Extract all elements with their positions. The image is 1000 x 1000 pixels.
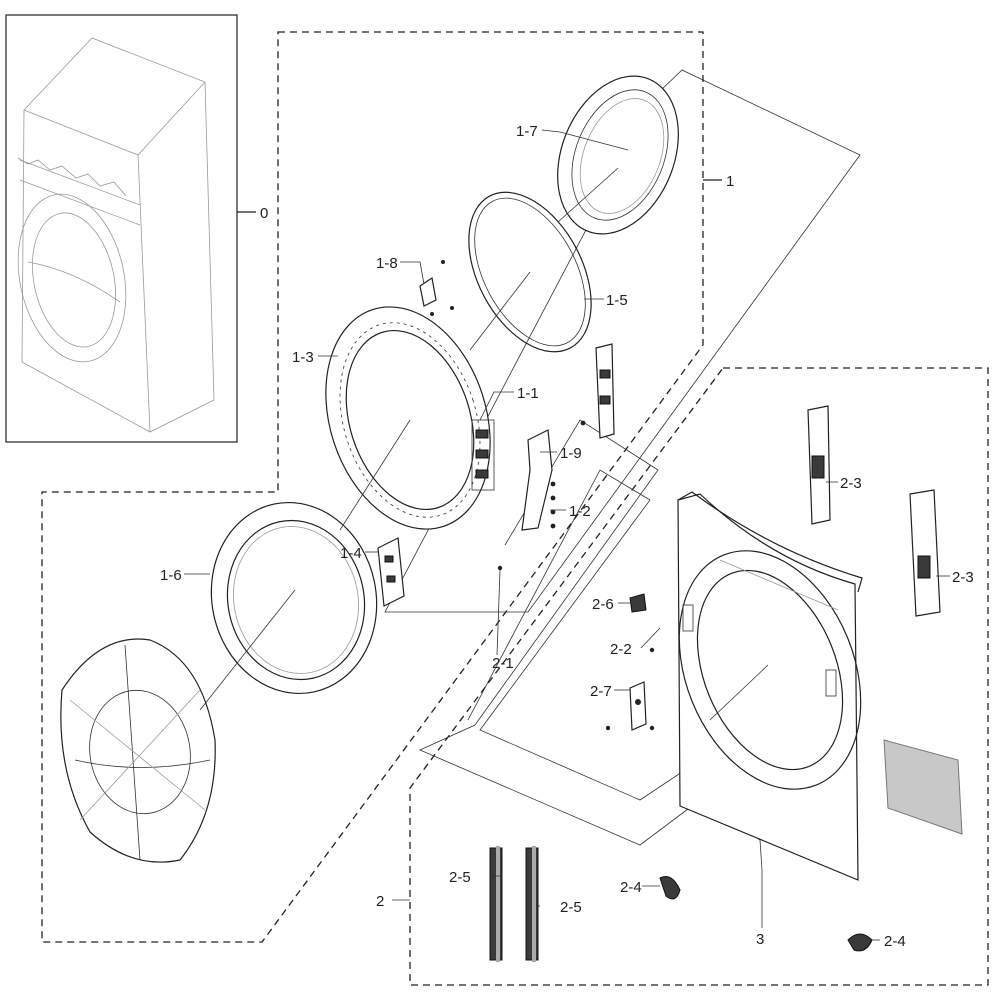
callout-2-4-right: 2-4 [884, 933, 906, 950]
callout-2-3-upper: 2-3 [840, 475, 862, 492]
appliance-reference-box [5, 14, 238, 443]
callout-3: 3 [756, 931, 764, 948]
callout-1-8: 1-8 [376, 255, 398, 272]
panel-small-parts [605, 593, 655, 731]
callout-2-5-right: 2-5 [560, 899, 582, 916]
callout-1-7: 1-7 [516, 123, 538, 140]
door-latch-clip [419, 260, 454, 316]
wire-clips [659, 876, 873, 952]
door-glass-dome [60, 638, 216, 863]
door-outer-ring [210, 501, 378, 695]
callout-2-6: 2-6 [592, 596, 614, 613]
panel-bracket-upper [807, 405, 831, 525]
callout-1-3: 1-3 [292, 349, 314, 366]
front-panel [677, 491, 863, 881]
door-glass-ring [557, 75, 679, 235]
panel-bracket-lower [909, 489, 941, 617]
label-sheet [883, 739, 963, 835]
callout-1-6: 1-6 [160, 567, 182, 584]
callout-2: 2 [376, 893, 384, 910]
callout-2-3-lower: 2-3 [952, 569, 974, 586]
callout-2-1: 2-1 [492, 655, 514, 672]
callout-1-9: 1-9 [560, 445, 582, 462]
door-hinge [497, 429, 556, 571]
front-panel-outline [409, 367, 989, 986]
callout-2-5-left: 2-5 [449, 869, 471, 886]
callout-labels: 0 1 1-7 1-5 1-8 1-3 1-1 1-9 1-2 1-4 1-6 … [160, 123, 974, 950]
callout-1-4: 1-4 [340, 545, 362, 562]
callout-2-7: 2-7 [590, 683, 612, 700]
callout-2-4-left: 2-4 [620, 879, 642, 896]
callout-0: 0 [260, 205, 268, 222]
callout-2-2: 2-2 [610, 641, 632, 658]
callout-1-5: 1-5 [606, 292, 628, 309]
door-gasket-ring [468, 191, 592, 353]
callout-1: 1 [726, 173, 734, 190]
door-frame [325, 306, 495, 530]
hinge-bracket-upper [580, 343, 615, 439]
door-assembly-outline [41, 31, 704, 943]
callout-1-2: 1-2 [569, 503, 591, 520]
callout-1-1: 1-1 [517, 385, 539, 402]
door-hinge-plate [377, 537, 405, 607]
leader-lines [184, 129, 950, 941]
foam-strips [489, 846, 539, 962]
